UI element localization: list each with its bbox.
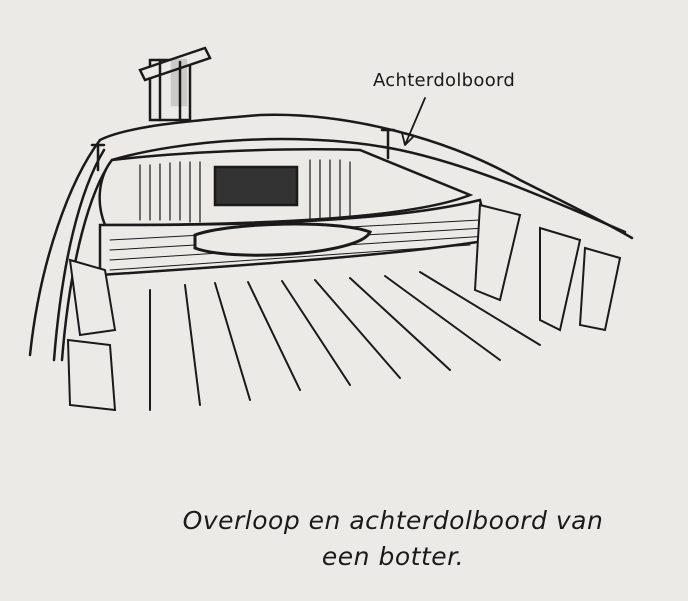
gunwale-inner xyxy=(60,137,627,362)
figure-caption: Overloop en achterdolboord van een botte… xyxy=(0,503,688,575)
hull-port-side xyxy=(28,113,634,357)
thole-pin xyxy=(90,128,396,172)
caption-line-1: Overloop en achterdolboord van xyxy=(182,506,604,535)
achterdolboord-label: Achterdolboord xyxy=(373,70,516,91)
caption-line-2: een botter. xyxy=(321,542,465,571)
floor-planks xyxy=(149,271,541,411)
label-arrow xyxy=(401,97,426,146)
handrail xyxy=(193,222,372,257)
frames-starboard xyxy=(473,203,622,332)
frames-port xyxy=(66,258,117,412)
stern-post xyxy=(138,46,212,122)
hatch xyxy=(213,165,299,207)
